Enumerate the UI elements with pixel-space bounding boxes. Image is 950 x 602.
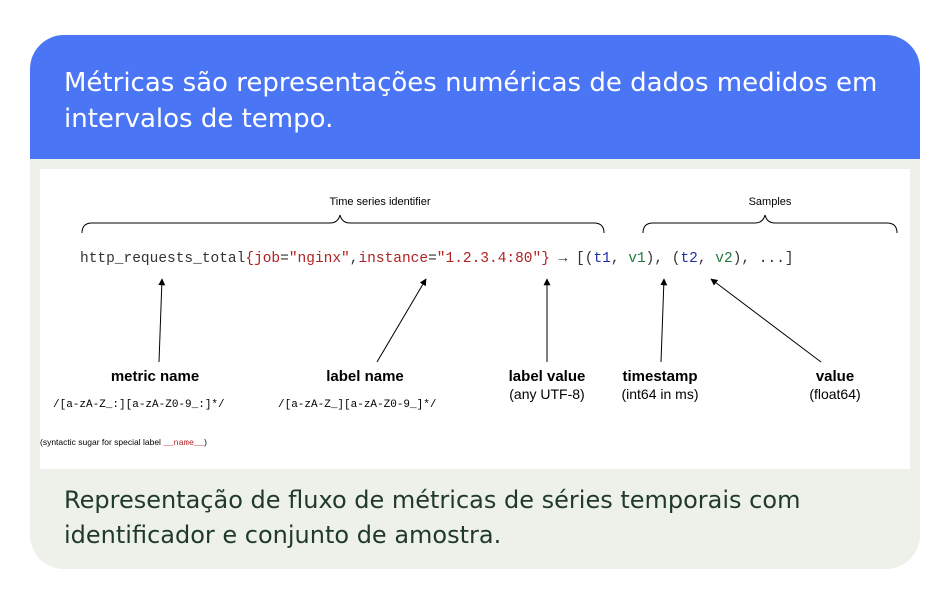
metric-token: http_requests_total <box>80 251 246 267</box>
sep2-token: , <box>697 251 716 267</box>
timestamp-note: (int64 in ms) <box>621 386 699 402</box>
mid-token: ), ( <box>645 251 681 267</box>
samples-label: Samples <box>748 196 792 208</box>
label1-value-token: "nginx" <box>288 251 350 267</box>
label2-value-token: "1.2.3.4:80" <box>436 251 542 267</box>
label2-name-token: instance <box>358 251 429 267</box>
comma-token: , <box>349 251 359 267</box>
diagram-connectors <box>81 214 898 363</box>
timestamp-arrow <box>660 278 668 363</box>
t2-token: t2 <box>680 251 698 267</box>
eq1-token: = <box>280 251 289 267</box>
open-brace-token: { <box>245 251 255 267</box>
label-name-title: label name <box>326 368 404 385</box>
metric-name-regex: /[a-zA-Z_:][a-zA-Z0-9_:]*/ <box>53 399 225 411</box>
close-brace-token: } <box>541 251 550 267</box>
label1-name-token: job <box>254 251 281 267</box>
sugar-suffix: ) <box>204 437 207 447</box>
samples-open-token: [( <box>576 251 594 267</box>
syntactic-sugar-note: (syntactic sugar for special label __nam… <box>40 437 207 448</box>
sep1-token: , <box>610 251 629 267</box>
value-arrow <box>710 278 822 363</box>
metric-name-title: metric name <box>110 368 200 385</box>
sugar-name: __name__ <box>163 438 205 448</box>
identifier-label: Time series identifier <box>329 196 431 208</box>
metric-name-arrow <box>158 278 166 363</box>
footer-caption: Representação de fluxo de métricas de sé… <box>64 486 801 549</box>
eq2-token: = <box>428 251 437 267</box>
samples-close-token: ), ...] <box>732 251 794 267</box>
card: Métricas são representações numéricas de… <box>30 35 920 569</box>
value-title: value <box>815 368 855 385</box>
timestamp-title: timestamp <box>622 368 698 385</box>
expression: http_requests_total{job="nginx",instance… <box>80 251 794 267</box>
header-text: Métricas são representações numéricas de… <box>64 68 878 134</box>
identifier-brace <box>81 214 605 234</box>
label-name-regex: /[a-zA-Z_][a-zA-Z0-9_]*/ <box>278 399 437 411</box>
label-value-title: label value <box>508 368 586 385</box>
header-banner: Métricas são representações numéricas de… <box>30 35 920 159</box>
samples-brace <box>642 214 898 234</box>
label-name-arrow <box>376 278 427 363</box>
v1-token: v1 <box>628 251 646 267</box>
value-note: (float64) <box>809 386 861 402</box>
sugar-prefix: (syntactic sugar for special label <box>40 437 164 447</box>
v2-token: v2 <box>715 251 733 267</box>
t1-token: t1 <box>593 251 611 267</box>
label-value-note: (any UTF-8) <box>509 386 585 402</box>
arrow-token: → <box>549 251 577 267</box>
diagram-panel: Time series identifier Samples http_requ… <box>40 169 910 469</box>
